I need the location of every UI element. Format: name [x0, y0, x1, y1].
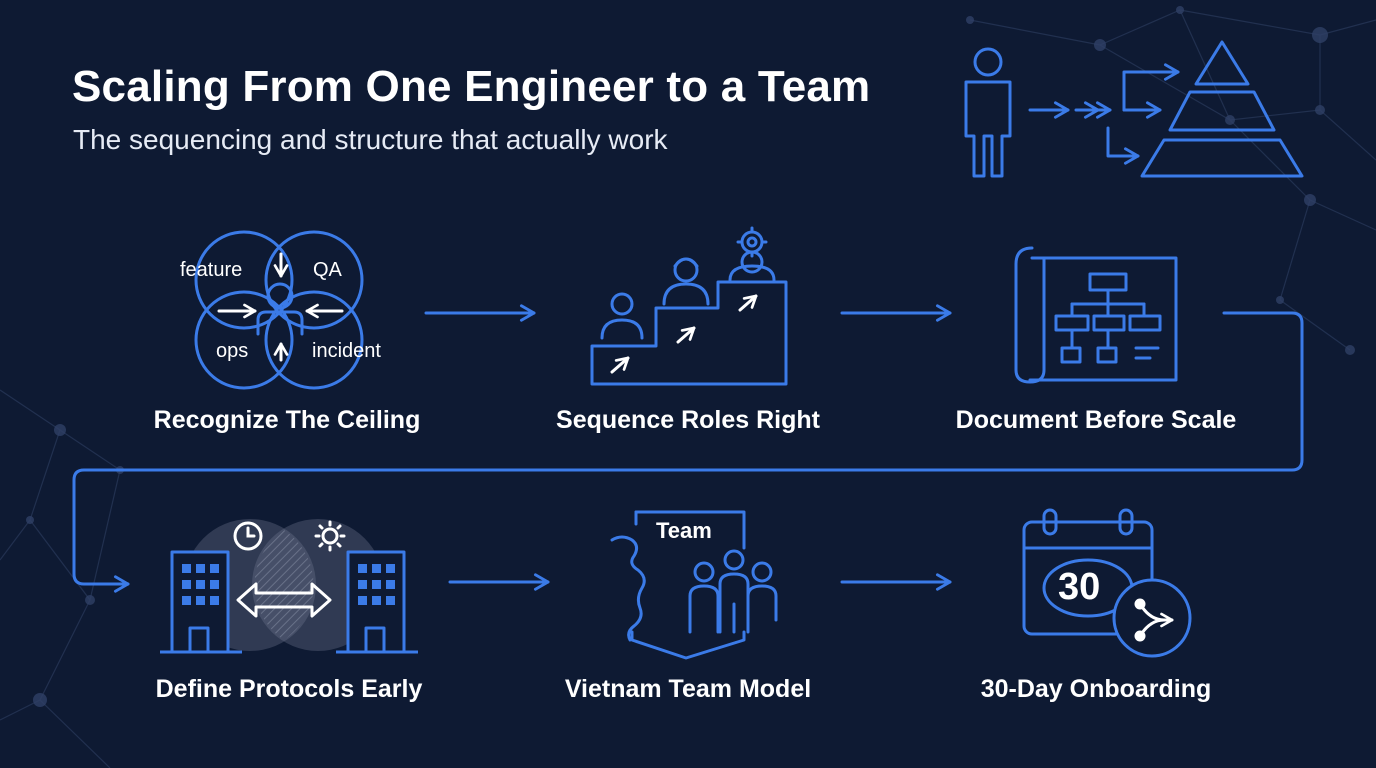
staircase-arrows-icon — [610, 294, 758, 374]
team-badge: Team — [656, 518, 712, 543]
branch-icon — [1134, 598, 1174, 642]
role-label-qa: QA — [313, 259, 342, 281]
calendar-onboarding-icon — [1022, 508, 1192, 658]
overlapping-roles-icon — [194, 230, 364, 390]
role-label-ops: ops — [216, 340, 249, 362]
vietnam-team-icon — [610, 510, 778, 660]
timezone-buildings-icon — [160, 519, 418, 654]
role-label-incident: incident — [312, 340, 381, 362]
onboarding-days: 30 — [1058, 566, 1101, 608]
page-title: Scaling From One Engineer to a Team — [72, 62, 871, 111]
step-label-vietnam-team: Vietnam Team Model — [564, 675, 812, 703]
scaling-hero-icon — [964, 40, 1304, 178]
step-label-onboarding: 30-Day Onboarding — [980, 675, 1212, 703]
role-staircase-icon — [590, 226, 788, 386]
page-subtitle: The sequencing and structure that actual… — [73, 124, 668, 155]
role-arrows-icon — [217, 252, 344, 362]
step-label-document-scale: Document Before Scale — [955, 406, 1237, 434]
step-label-define-protocols: Define Protocols Early — [155, 675, 423, 703]
step-label-sequence-roles: Sequence Roles Right — [556, 406, 820, 434]
role-label-feature: feature — [180, 259, 243, 281]
step-label-recognize-ceiling: Recognize The Ceiling — [153, 406, 421, 434]
blueprint-org-chart-icon — [1014, 246, 1178, 384]
flow-connectors — [72, 304, 1304, 593]
